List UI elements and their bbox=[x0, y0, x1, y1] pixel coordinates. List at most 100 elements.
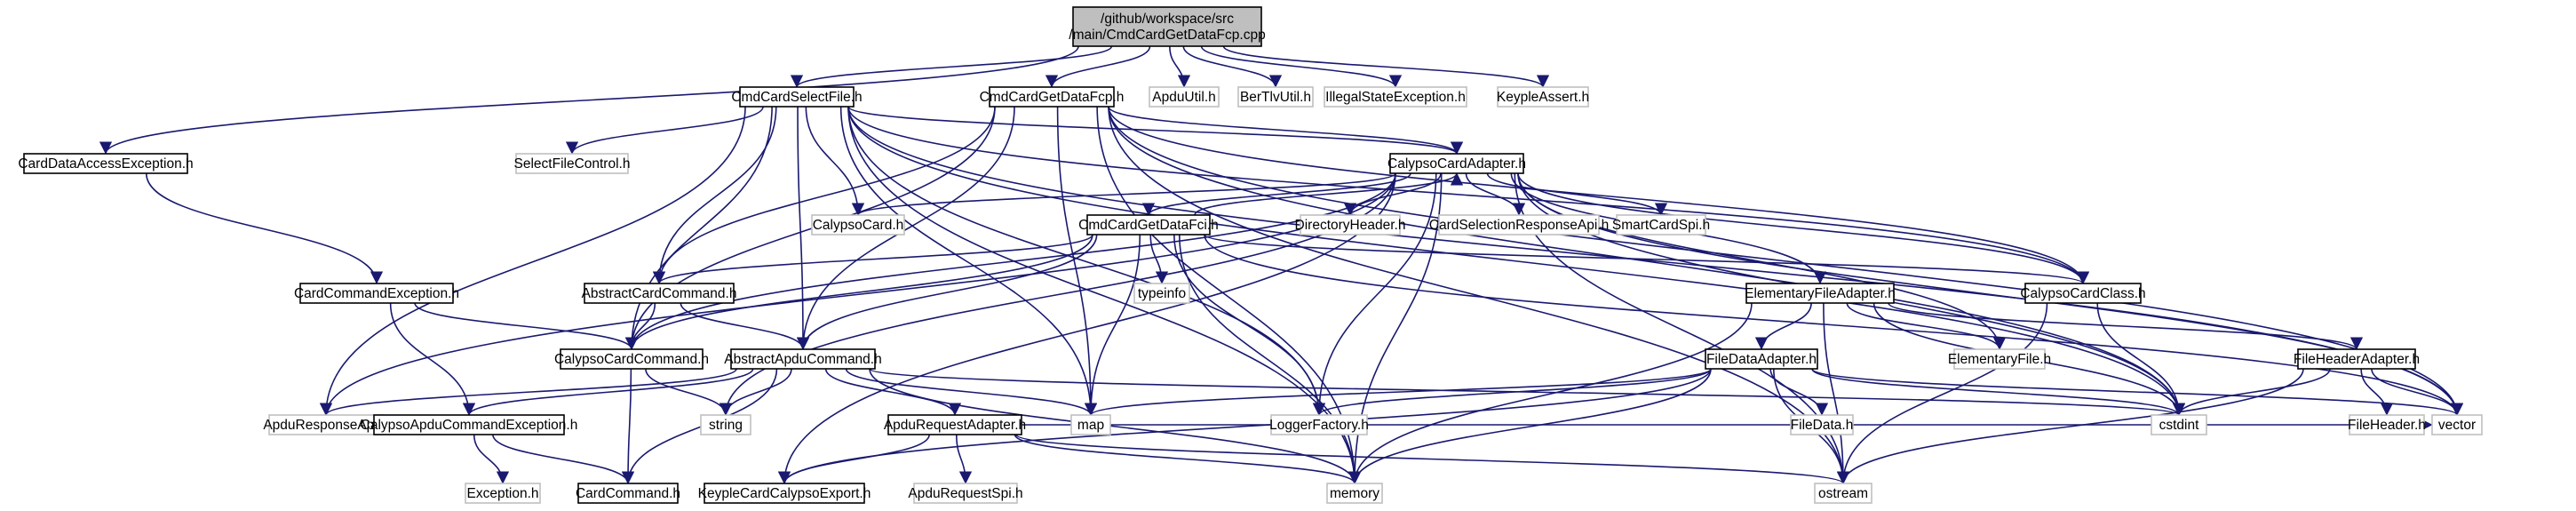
node-label: CalypsoCardAdapter.h bbox=[1387, 156, 1526, 172]
node-ElementaryFileAdapter[interactable]: ElementaryFileAdapter.h bbox=[1745, 283, 1896, 304]
node-FileDataAdapter[interactable]: FileDataAdapter.h bbox=[1705, 348, 1818, 370]
edge-CalypsoCardAdapter-to-CalypsoCard bbox=[852, 172, 1396, 216]
node-FileHeader: FileHeader.h bbox=[2348, 414, 2426, 435]
node-label: SmartCardSpi.h bbox=[1612, 218, 1710, 233]
node-KeypleAssert: KeypleAssert.h bbox=[1497, 86, 1589, 108]
node-AbstractApduCommand[interactable]: AbstractApduCommand.h bbox=[724, 348, 882, 370]
node-label: memory bbox=[1330, 486, 1379, 501]
edge-FileDataAdapter-to-FileData bbox=[1769, 368, 1829, 416]
node-cstdint: cstdint bbox=[2151, 414, 2207, 435]
edge-ApduRequestAdapter-to-ostream bbox=[1015, 434, 1849, 484]
node-AbstractCardCommand[interactable]: AbstractCardCommand.h bbox=[582, 283, 737, 304]
edge-CalypsoApduCommandException-to-Exception bbox=[473, 434, 510, 484]
edge-CardDataAccessException-to-CardCommandException bbox=[145, 172, 384, 284]
node-CmdCardGetDataFcpH[interactable]: CmdCardGetDataFcp.h bbox=[980, 86, 1125, 108]
node-CalypsoCardCommand[interactable]: CalypsoCardCommand.h bbox=[554, 348, 709, 370]
node-KeypleCardCalypsoExport[interactable]: KeypleCardCalypsoExport.h bbox=[698, 483, 871, 504]
node-box bbox=[1790, 414, 1854, 435]
edge-CalypsoCardAdapter-to-DirectoryHeader bbox=[1343, 172, 1442, 216]
edge-ApduRequestAdapter-to-memory bbox=[1014, 434, 1362, 484]
node-box bbox=[1270, 414, 1368, 435]
edge-CmdCardGetDataFci-to-CalypsoCardCommand bbox=[624, 234, 1093, 350]
node-box bbox=[739, 86, 855, 108]
edge-CmdCardSelectFile-to-ApduResponseApi bbox=[319, 106, 746, 416]
node-box bbox=[1072, 6, 1262, 47]
edge-CmdCardSelectFile-to-SelectFileControl bbox=[565, 106, 764, 155]
node-box bbox=[1086, 214, 1211, 236]
edge-CmdCardGetDataFcpH-to-CalypsoCardAdapter bbox=[1108, 106, 1463, 155]
edge-CalypsoCardAdapter-to-ElementaryFile bbox=[1517, 172, 2007, 350]
node-label: DirectoryHeader.h bbox=[1295, 218, 1406, 233]
edge-FileHeaderAdapter-to-cstdint bbox=[2172, 368, 2331, 416]
node-label: IllegalStateException.h bbox=[1325, 90, 1466, 105]
edge-ElementaryFileAdapter-to-ElementaryFile bbox=[1846, 302, 2007, 350]
edge-CalypsoCardCommand-to-string bbox=[645, 368, 733, 416]
node-ApduUtil: ApduUtil.h bbox=[1149, 86, 1220, 108]
node-label: string bbox=[709, 418, 743, 433]
edge-CmdCardGetDataFci-to-AbstractCardCommand bbox=[653, 234, 1093, 284]
edge-ApduRequestAdapter-to-KeypleCardCalypsoExport bbox=[777, 434, 930, 484]
node-memory: memory bbox=[1326, 483, 1383, 504]
node-label: vector bbox=[2438, 418, 2476, 433]
node-map: map bbox=[1070, 414, 1111, 435]
node-label: ApduRequestSpi.h bbox=[908, 486, 1022, 501]
edge-CmdCardGetDataFci-to-typeinfo bbox=[1149, 234, 1169, 284]
dependency-edges bbox=[99, 45, 2464, 484]
edge-CalypsoCardClass-to-cstdint bbox=[2096, 302, 2186, 416]
node-label: /github/workspace/src bbox=[1101, 12, 1234, 27]
node-label: FileDataAdapter.h bbox=[1706, 352, 1817, 367]
edge-FileHeaderAdapter-to-FileHeader bbox=[2360, 368, 2394, 416]
node-SelectFileControl: SelectFileControl.h bbox=[514, 153, 630, 174]
node-label: ApduResponseApi.h bbox=[263, 418, 388, 433]
node-label: CalypsoCardClass.h bbox=[2020, 286, 2145, 301]
edge-FileHeaderAdapter-to-vector bbox=[2371, 368, 2464, 416]
node-CalypsoCardAdapter[interactable]: CalypsoCardAdapter.h bbox=[1387, 153, 1526, 174]
node-label: typeinfo bbox=[1138, 286, 1186, 301]
node-root: /github/workspace/src/main/CmdCardGetDat… bbox=[1069, 6, 1266, 47]
node-CardDataAccessException[interactable]: CardDataAccessException.h bbox=[18, 153, 194, 174]
edge-CmdCardGetDataFci-to-map bbox=[1084, 234, 1141, 416]
node-box bbox=[515, 153, 629, 174]
edge-CardCommandException-to-CalypsoCardCommand bbox=[414, 302, 639, 350]
node-label: ElementaryFileAdapter.h bbox=[1745, 286, 1896, 301]
edge-root-to-BerTlvUtil bbox=[1182, 45, 1283, 88]
edge-CmdCardGetDataFcpH-to-AbstractApduCommand bbox=[796, 106, 1015, 350]
edge-CmdCardSelectFile-to-CalypsoCardAdapter bbox=[847, 106, 1463, 155]
node-CalypsoApduCommandException[interactable]: CalypsoApduCommandException.h bbox=[361, 414, 578, 435]
node-FileHeaderAdapter[interactable]: FileHeaderAdapter.h bbox=[2294, 348, 2420, 370]
node-box bbox=[373, 414, 565, 435]
edge-AbstractApduCommand-to-map bbox=[845, 368, 1098, 416]
node-label: ElementaryFile.h bbox=[1948, 352, 2051, 367]
node-CardCommandException[interactable]: CardCommandException.h bbox=[294, 283, 459, 304]
node-FileData: FileData.h bbox=[1790, 414, 1854, 435]
node-ApduRequestAdapter[interactable]: ApduRequestAdapter.h bbox=[884, 414, 1026, 435]
node-label: CalypsoCard.h bbox=[813, 218, 904, 233]
edge-CmdCardGetDataFci-to-CalypsoCardClass bbox=[1204, 234, 2089, 284]
edge-CmdCardGetDataFcpH-to-AbstractCardCommand bbox=[652, 106, 996, 284]
node-label: Exception.h bbox=[467, 486, 539, 501]
node-IllegalStateException: IllegalStateException.h bbox=[1324, 86, 1467, 108]
node-box bbox=[2297, 348, 2416, 370]
node-CmdCardSelectFile[interactable]: CmdCardSelectFile.h bbox=[731, 86, 863, 108]
node-label: map bbox=[1077, 418, 1104, 433]
edge-CmdCardGetDataFcpH-to-memory bbox=[1096, 106, 1362, 484]
node-label: ostream bbox=[1818, 486, 1868, 501]
node-label: CardDataAccessException.h bbox=[18, 156, 193, 172]
node-box bbox=[560, 348, 704, 370]
node-box bbox=[23, 153, 188, 174]
node-box bbox=[1389, 153, 1524, 174]
node-CardCommand[interactable]: CardCommand.h bbox=[576, 483, 680, 504]
node-SmartCardSpi: SmartCardSpi.h bbox=[1612, 214, 1710, 236]
node-box bbox=[730, 348, 876, 370]
node-label: KeypleCardCalypsoExport.h bbox=[698, 486, 871, 501]
edge-CmdCardSelectFile-to-LoggerFactory bbox=[847, 106, 1326, 416]
node-label: FileData.h bbox=[1791, 418, 1854, 433]
edge-CmdCardGetDataFcpH-to-ostream bbox=[1108, 106, 1850, 484]
edge-ElementaryFileAdapter-to-FileDataAdapter bbox=[1754, 302, 1812, 350]
node-string: string bbox=[700, 414, 751, 435]
node-box bbox=[1326, 483, 1383, 504]
node-CalypsoCardClass[interactable]: CalypsoCardClass.h bbox=[2020, 283, 2146, 304]
node-label: CardSelectionResponseApi.h bbox=[1429, 218, 1609, 233]
node-box bbox=[2024, 283, 2142, 304]
node-CmdCardGetDataFci[interactable]: CmdCardGetDataFci.h bbox=[1078, 214, 1219, 236]
